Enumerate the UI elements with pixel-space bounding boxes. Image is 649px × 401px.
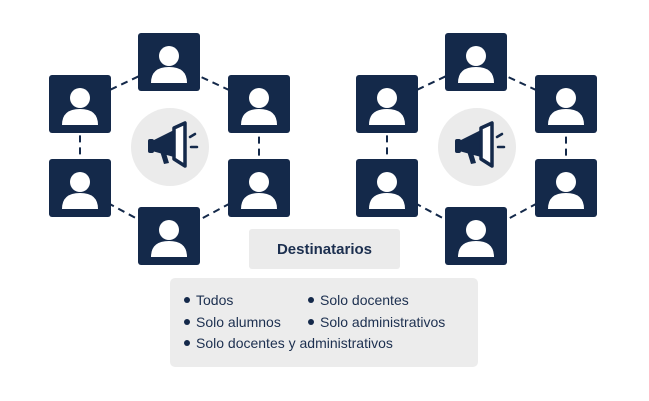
option-only-administrative: Solo administrativos: [308, 314, 445, 330]
option-label: Solo docentes y administrativos: [196, 335, 393, 351]
bullet-icon: [308, 297, 314, 303]
option-only-teachers: Solo docentes: [308, 292, 409, 308]
option-label: Solo docentes: [320, 292, 409, 308]
user-icon: [228, 159, 290, 217]
user-icon: [445, 207, 507, 265]
user-icon: [138, 207, 200, 265]
user-icon: [138, 33, 200, 91]
option-only-students: Solo alumnos: [184, 314, 281, 330]
user-icon: [535, 75, 597, 133]
bullet-icon: [308, 319, 314, 325]
option-teachers-and-administrative: Solo docentes y administrativos: [184, 335, 393, 351]
user-icon: [49, 159, 111, 217]
option-label: Todos: [196, 292, 234, 308]
user-icon: [228, 75, 290, 133]
user-icon: [356, 159, 418, 217]
megaphone-icon: [129, 106, 211, 188]
bullet-icon: [184, 319, 190, 325]
user-icon: [445, 33, 507, 91]
option-all: Todos: [184, 292, 233, 308]
option-label: Solo administrativos: [320, 314, 446, 330]
user-icon: [535, 159, 597, 217]
network-cluster-left: [49, 33, 290, 265]
recipients-title-label: Destinatarios: [276, 240, 373, 258]
bullet-icon: [184, 340, 190, 346]
network-cluster-right: [356, 33, 597, 265]
user-icon: [356, 75, 418, 133]
option-label: Solo alumnos: [196, 314, 281, 330]
bullet-icon: [184, 297, 190, 303]
megaphone-icon: [436, 106, 518, 188]
user-icon: [49, 75, 111, 133]
recipients-title: Destinatarios: [249, 229, 400, 269]
recipient-options-list: Todos Solo docentes Solo alumnos Solo ad…: [170, 278, 478, 367]
